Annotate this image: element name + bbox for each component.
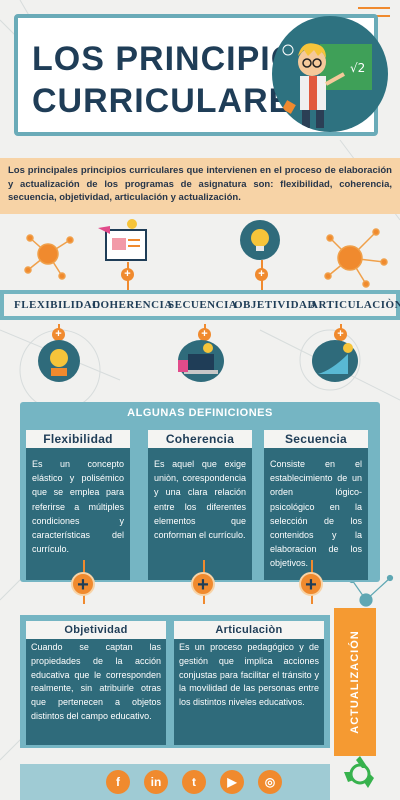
svg-text:√2: √2 (350, 61, 365, 75)
twitter-icon[interactable]: t (182, 770, 206, 794)
actualizacion-label: ACTUALIZACIÓN (349, 630, 361, 734)
definitions-title: ALGUNAS DEFINICIONES (127, 407, 273, 419)
lightbulb-icon (240, 220, 280, 260)
principle-coherencia: COHERENCIA (92, 299, 173, 311)
definition-heading: Objetividad (26, 621, 166, 639)
principle-secuencia: SECUENCIA (168, 299, 238, 311)
definitions-panel: ALGUNAS DEFINICIONES Flexibilidad Es un … (20, 402, 380, 582)
definition-card-articulacion: Articulaciòn Es un proceso pedagógico y … (174, 621, 324, 745)
definition-card-flexibilidad: Flexibilidad Es un concepto elástico y p… (26, 430, 130, 580)
plus-icon: + (121, 268, 134, 281)
definition-heading: Secuencia (264, 430, 368, 448)
definition-heading: Flexibilidad (26, 430, 130, 448)
instagram-icon[interactable]: ◎ (258, 770, 282, 794)
principle-flexibilidad: FLEXIBILIDAD (14, 299, 101, 311)
youtube-icon[interactable]: ▶ (220, 770, 244, 794)
definition-text: Cuando se captan las propiedades de la a… (31, 642, 161, 721)
plus-icon: + (198, 328, 211, 341)
plus-icon: + (255, 268, 268, 281)
facebook-icon[interactable]: f (106, 770, 130, 794)
footer-social-bar: f in t ▶ ◎ (20, 764, 330, 800)
definition-card-coherencia: Coherencia Es aquel que exige uniòn, cor… (148, 430, 252, 580)
definition-text: Es un concepto elástico y polisémico que… (32, 459, 124, 555)
plus-icon: + (191, 572, 215, 596)
plus-icon: + (52, 328, 65, 341)
linkedin-icon[interactable]: in (144, 770, 168, 794)
definition-text: Es un proceso pedagógico y de gestión qu… (179, 642, 319, 708)
intro-text: Los principales principios curriculares … (8, 165, 392, 203)
teacher-illustration: √2 (272, 16, 388, 132)
definition-heading: Coherencia (148, 430, 252, 448)
lower-panel: Objetividad Cuando se captan las propied… (20, 615, 330, 748)
plus-icon: + (71, 572, 95, 596)
plus-icon: + (299, 572, 323, 596)
principle-objetividad: OBJETIVIDAD (234, 299, 316, 311)
principles-bar: FLEXIBILIDAD COHERENCIA SECUENCIA OBJETI… (0, 290, 400, 320)
laptop-icon (178, 340, 224, 382)
principle-articulacion: ARTICULACIÒN (310, 299, 400, 311)
intro-band: Los principales principios curriculares … (0, 158, 400, 214)
plus-icon: + (334, 328, 347, 341)
presentation-board-icon (96, 218, 152, 266)
definition-card-objetividad: Objetividad Cuando se captan las propied… (26, 621, 166, 745)
thinking-person-icon (38, 340, 80, 382)
title-line-2: CURRICULARES (32, 82, 316, 120)
definition-heading: Articulaciòn (174, 621, 324, 639)
growth-chart-icon (312, 340, 358, 382)
definition-text: Es aquel que exige uniòn, corespondencia… (154, 459, 246, 541)
definition-card-secuencia: Secuencia Consiste en el establecimiento… (264, 430, 368, 580)
definition-text: Consiste en el establecimiento de un ord… (270, 459, 362, 569)
recycle-icon (344, 756, 374, 788)
actualizacion-tab: ACTUALIZACIÓN (334, 608, 376, 756)
